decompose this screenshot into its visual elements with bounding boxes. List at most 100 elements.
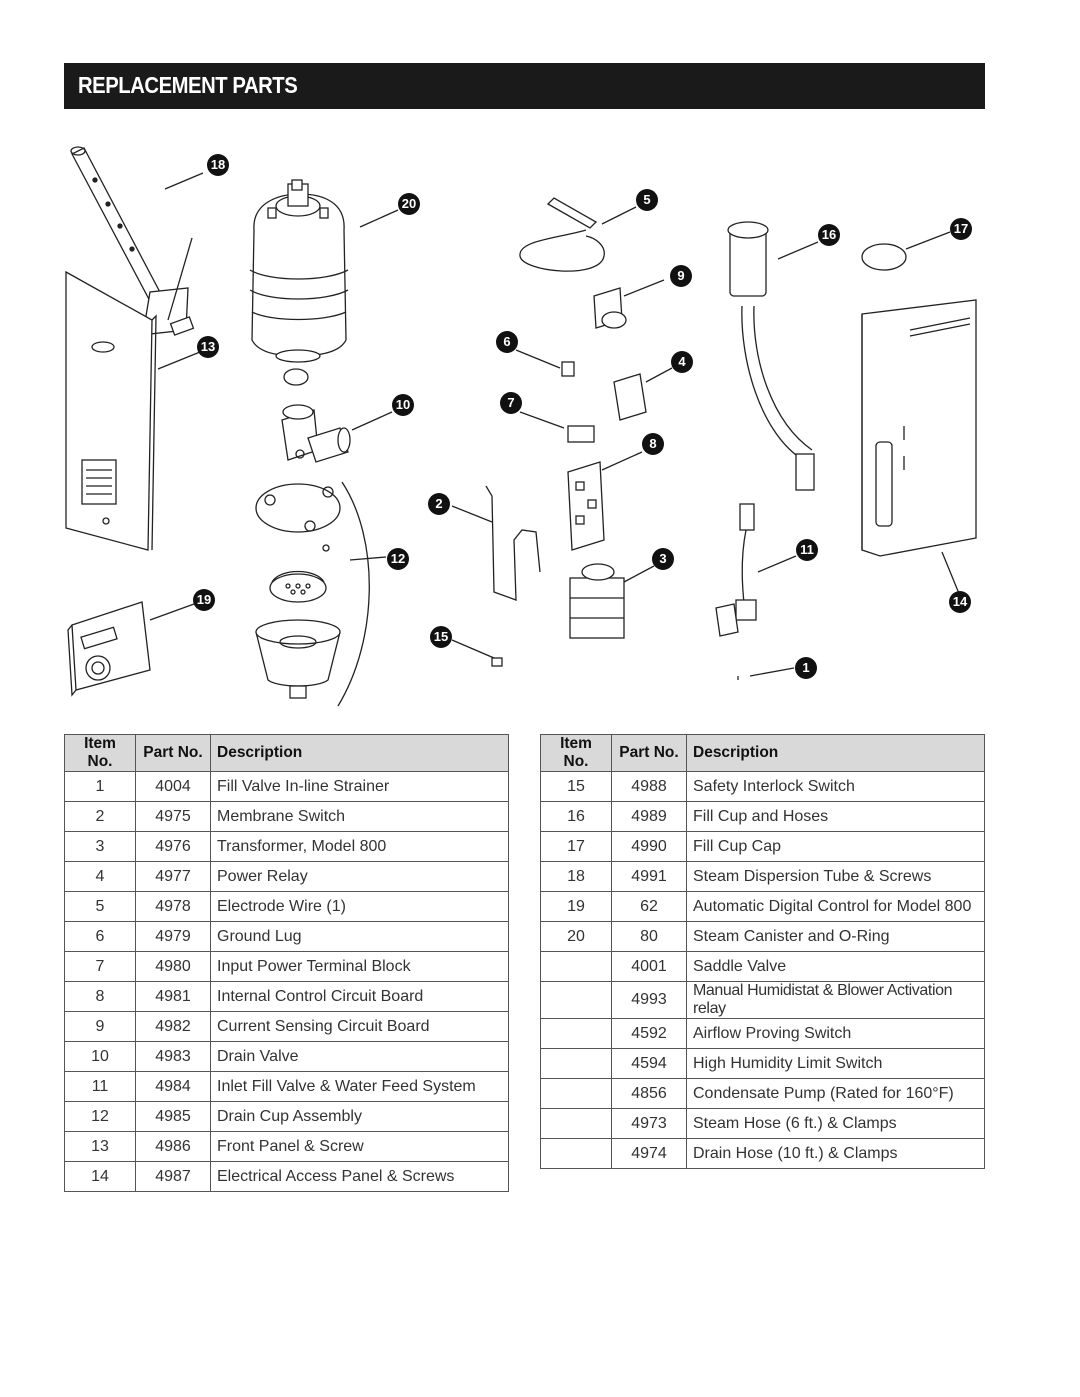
- header-item-no: Item No.: [64, 734, 136, 772]
- callout-1: 1: [795, 657, 817, 679]
- callout-3: 3: [652, 548, 674, 570]
- item-no: [540, 1048, 612, 1079]
- description: Electrical Access Panel & Screws: [210, 1161, 509, 1192]
- item-no: 15: [540, 771, 612, 802]
- description: Automatic Digital Control for Model 800: [686, 891, 985, 922]
- item-no: 6: [64, 921, 136, 952]
- item-no: 16: [540, 801, 612, 832]
- description: Drain Hose (10 ft.) & Clamps: [686, 1138, 985, 1169]
- part-no: 4594: [611, 1048, 687, 1079]
- description: Electrode Wire (1): [210, 891, 509, 922]
- fill-cup-drawing: [727, 221, 819, 491]
- item-no: 1: [64, 771, 136, 802]
- description: Ground Lug: [210, 921, 509, 952]
- description: Transformer, Model 800: [210, 831, 509, 862]
- callout-14: 14: [949, 591, 971, 613]
- table-header-row: Item No. Part No. Description: [64, 734, 509, 772]
- drain-valve-drawing: [281, 404, 393, 463]
- description: Membrane Switch: [210, 801, 509, 832]
- item-no: [540, 981, 612, 1019]
- access-panel-drawing: [861, 299, 977, 597]
- description: Saddle Valve: [686, 951, 985, 982]
- part-no: 4001: [611, 951, 687, 982]
- item-no: 7: [64, 951, 136, 982]
- item-no: 14: [64, 1161, 136, 1192]
- item-no: [540, 1138, 612, 1169]
- item-no: [540, 1108, 612, 1139]
- part-no: 4985: [135, 1101, 211, 1132]
- part-no: 4986: [135, 1131, 211, 1162]
- membrane-switch-drawing: [451, 485, 541, 601]
- description: Input Power Terminal Block: [210, 951, 509, 982]
- item-no: 2: [64, 801, 136, 832]
- item-no: 11: [64, 1071, 136, 1102]
- part-no: 4988: [611, 771, 687, 802]
- part-no: 4991: [611, 861, 687, 892]
- description: Condensate Pump (Rated for 160°F): [686, 1078, 985, 1109]
- item-no: [540, 1018, 612, 1049]
- item-no: 9: [64, 1011, 136, 1042]
- item-no: 18: [540, 861, 612, 892]
- callout-12: 12: [387, 548, 409, 570]
- callout-8: 8: [642, 433, 664, 455]
- digital-control-drawing: [67, 601, 195, 697]
- part-no: 4977: [135, 861, 211, 892]
- ground-lug-drawing: [515, 349, 575, 377]
- electrode-wire-drawing: [519, 197, 637, 272]
- callout-4: 4: [671, 351, 693, 373]
- control-board-drawing: [567, 451, 643, 551]
- item-no: 8: [64, 981, 136, 1012]
- header-part-no: Part No.: [135, 734, 211, 772]
- item-no: 3: [64, 831, 136, 862]
- description: Fill Valve In-line Strainer: [210, 771, 509, 802]
- item-no: 17: [540, 831, 612, 862]
- callout-7: 7: [500, 392, 522, 414]
- current-sensing-board-drawing: [593, 279, 665, 329]
- page-title: REPLACEMENT PARTS: [78, 72, 298, 98]
- part-no: 4976: [135, 831, 211, 862]
- item-no: 13: [64, 1131, 136, 1162]
- fill-cup-cap-drawing: [861, 231, 951, 271]
- callout-2: 2: [428, 493, 450, 515]
- part-no: 4990: [611, 831, 687, 862]
- parts-diagram: 18 20 5 16 17 9 13 6 4 10 7 8 2 12 3 11 …: [0, 120, 1080, 720]
- callout-11: 11: [796, 539, 818, 561]
- item-no: [540, 951, 612, 982]
- part-no: 4987: [135, 1161, 211, 1192]
- description: Inlet Fill Valve & Water Feed System: [210, 1071, 509, 1102]
- part-no: 4975: [135, 801, 211, 832]
- description: Manual Humidistat & Blower Activation re…: [686, 981, 985, 1019]
- strainer-drawing: [737, 667, 795, 680]
- item-no: 5: [64, 891, 136, 922]
- part-no: 4592: [611, 1018, 687, 1049]
- callout-17: 17: [950, 218, 972, 240]
- interlock-switch-drawing: [451, 639, 503, 667]
- item-no: 4: [64, 861, 136, 892]
- header-item-no: Item No.: [540, 734, 612, 772]
- part-no: 4979: [135, 921, 211, 952]
- part-no: 4989: [611, 801, 687, 832]
- item-no: 20: [540, 921, 612, 952]
- description: Steam Canister and O-Ring: [686, 921, 985, 952]
- description: Current Sensing Circuit Board: [210, 1011, 509, 1042]
- part-no: 4983: [135, 1041, 211, 1072]
